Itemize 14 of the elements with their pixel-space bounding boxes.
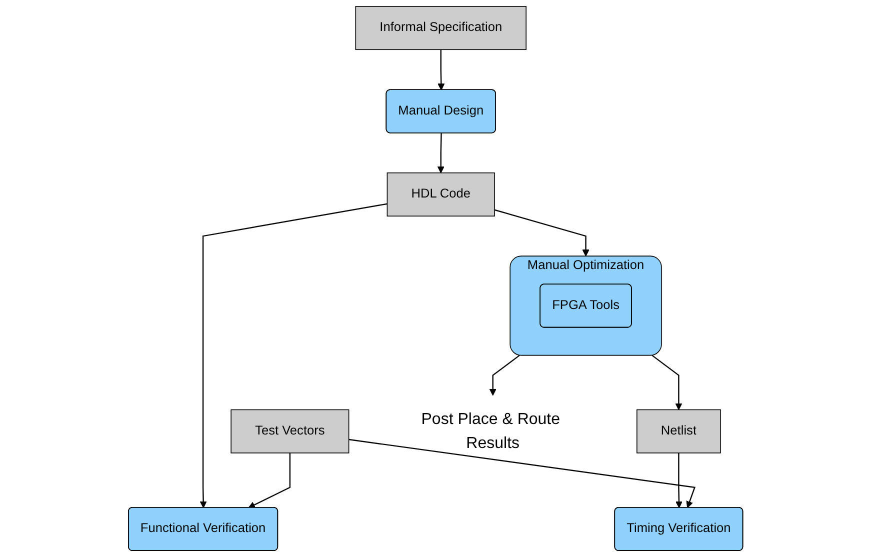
arrow xyxy=(438,50,445,90)
arrow xyxy=(248,452,290,508)
arrow xyxy=(437,133,444,174)
arrow xyxy=(348,438,696,508)
node-box: Netlist xyxy=(636,409,721,454)
arrow xyxy=(675,452,682,508)
node-text: Post Place & Route Results xyxy=(421,410,560,452)
arrow xyxy=(652,354,682,410)
node-box: HDL Code xyxy=(386,172,495,216)
arrow xyxy=(489,354,520,396)
arrow xyxy=(200,203,388,508)
arrow xyxy=(494,209,590,256)
node-box: Informal Specification xyxy=(355,6,526,50)
node-box: Test Vectors xyxy=(230,409,350,454)
